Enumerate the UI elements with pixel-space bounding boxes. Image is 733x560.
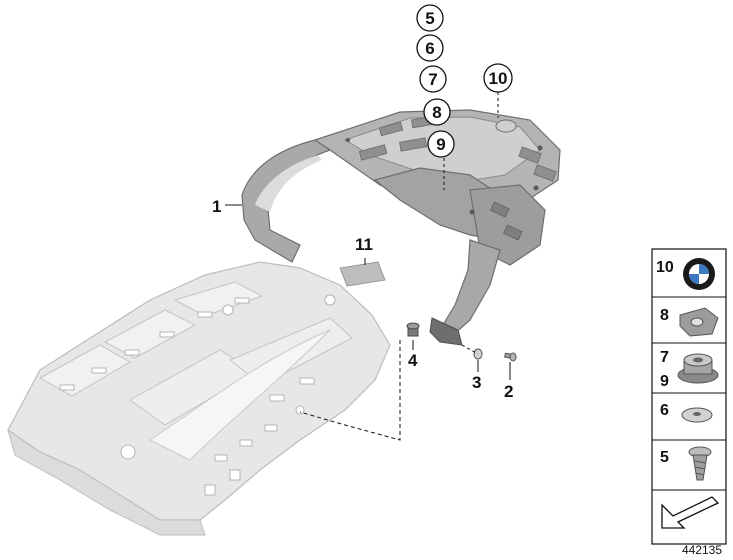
callout-1: 1 <box>212 197 221 216</box>
callout-4: 4 <box>408 351 418 370</box>
svg-text:8: 8 <box>432 103 441 122</box>
rubber-grommet-icon <box>677 353 719 384</box>
screw-part-2 <box>504 352 517 362</box>
side-label-7: 7 <box>660 349 669 366</box>
figure-id: 442135 <box>682 543 722 557</box>
direction-arrow-icon <box>661 496 720 529</box>
side-label-10: 10 <box>656 259 674 276</box>
svg-text:10: 10 <box>489 69 508 88</box>
svg-text:9: 9 <box>436 135 445 154</box>
svg-text:5: 5 <box>425 9 434 28</box>
callout-8: 8 <box>423 98 451 126</box>
callouts: 5 6 7 8 9 10 1 11 4 3 2 <box>212 4 513 401</box>
callout-7: 7 <box>419 65 447 93</box>
callout-2: 2 <box>504 382 513 401</box>
side-label-8: 8 <box>660 307 669 324</box>
callout-11: 11 <box>355 235 373 254</box>
callout-3: 3 <box>472 373 481 392</box>
side-label-5: 5 <box>660 449 669 466</box>
rear-cover-panel <box>7 261 391 536</box>
bmw-logo-icon <box>683 258 715 290</box>
svg-text:7: 7 <box>428 70 437 89</box>
callout-9: 9 <box>427 130 455 158</box>
callout-5: 5 <box>416 4 444 32</box>
svg-text:6: 6 <box>425 39 434 58</box>
screw-icon <box>688 446 712 481</box>
leader-lines <box>225 92 511 441</box>
callout-6: 6 <box>416 34 444 62</box>
side-label-6: 6 <box>660 402 669 419</box>
callout-10: 10 <box>483 63 513 93</box>
washer-icon <box>681 407 713 423</box>
label-plate <box>339 261 386 287</box>
clip-nut-icon <box>679 307 719 337</box>
bolt-part-4 <box>406 322 420 337</box>
side-label-9: 9 <box>660 373 669 390</box>
side-parts-panel: 10 8 7 9 6 5 <box>651 248 727 545</box>
